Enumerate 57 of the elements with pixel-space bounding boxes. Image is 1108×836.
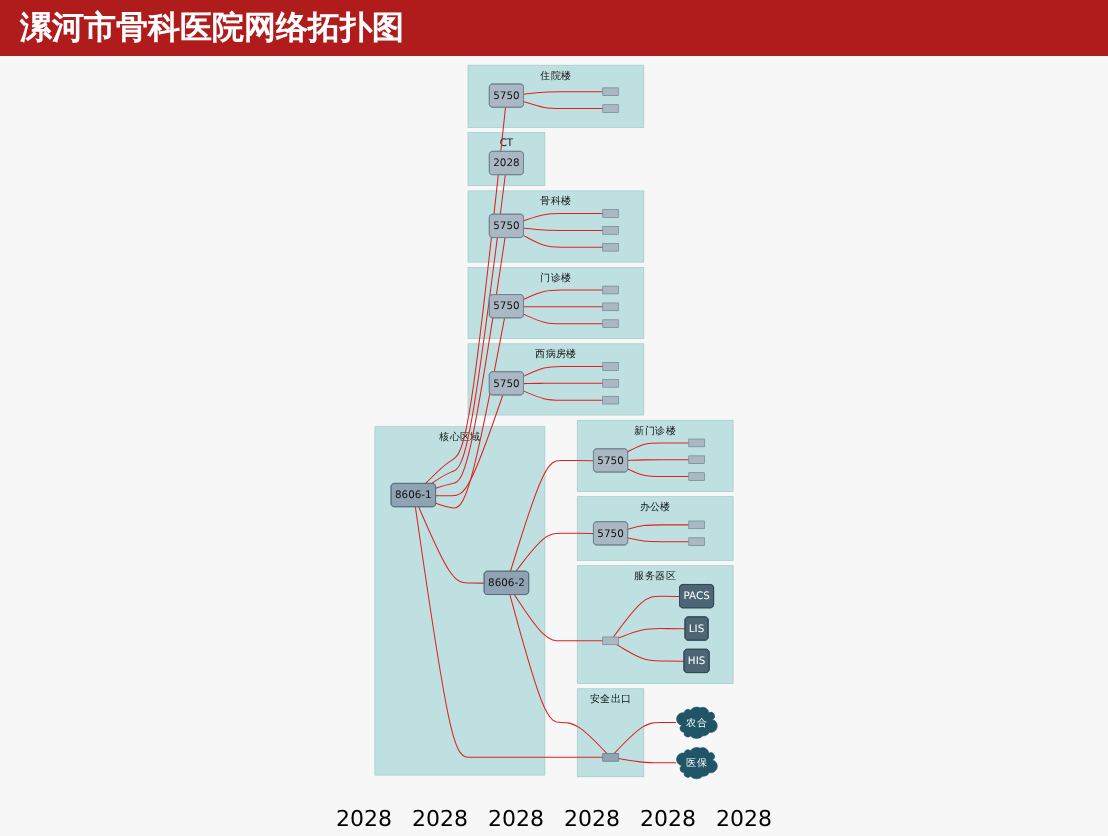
connector bbox=[627, 459, 690, 461]
connector bbox=[523, 235, 604, 248]
connector bbox=[627, 468, 690, 478]
connector bbox=[523, 91, 604, 95]
connector bbox=[424, 107, 506, 485]
connector bbox=[523, 289, 604, 300]
connector bbox=[509, 594, 608, 754]
node-box bbox=[602, 753, 619, 762]
title-banner: 漯河市骨科医院网络拓扑图 bbox=[0, 0, 1108, 56]
connector bbox=[430, 174, 506, 485]
model-label: 2028 bbox=[640, 806, 696, 832]
connector bbox=[627, 442, 690, 453]
connector bbox=[523, 365, 604, 377]
node-box bbox=[602, 285, 619, 295]
node-box bbox=[602, 395, 619, 405]
model-label: 2028 bbox=[564, 806, 620, 832]
node-box bbox=[602, 636, 619, 646]
node-box bbox=[688, 438, 705, 448]
connector bbox=[523, 213, 604, 222]
node-box bbox=[602, 379, 619, 388]
connector bbox=[435, 317, 506, 509]
node-box bbox=[602, 226, 619, 235]
connector bbox=[617, 758, 677, 764]
connector bbox=[513, 594, 604, 642]
connector bbox=[523, 382, 604, 385]
connector bbox=[613, 721, 677, 754]
connector bbox=[523, 101, 604, 110]
connector bbox=[523, 313, 604, 325]
node-box bbox=[602, 362, 619, 371]
connector bbox=[627, 524, 690, 530]
connector bbox=[435, 237, 506, 489]
model-label: 2028 bbox=[336, 806, 392, 832]
connector bbox=[523, 390, 604, 401]
connector bbox=[515, 532, 595, 573]
model-label: 2028 bbox=[716, 806, 772, 832]
node-box bbox=[602, 302, 619, 312]
connector bbox=[627, 537, 690, 543]
node-box bbox=[688, 472, 705, 481]
connector bbox=[418, 506, 485, 584]
connector bbox=[523, 227, 604, 231]
connector bbox=[612, 595, 681, 638]
node-box bbox=[602, 319, 619, 328]
connector bbox=[435, 394, 504, 497]
node-box bbox=[688, 455, 705, 464]
connector bbox=[414, 506, 604, 758]
connector bbox=[523, 306, 604, 308]
model-label: 2028 bbox=[412, 806, 468, 832]
connector bbox=[616, 644, 685, 662]
connector bbox=[509, 459, 595, 573]
node-box bbox=[602, 87, 619, 96]
node-box bbox=[688, 537, 705, 546]
node-box bbox=[602, 209, 619, 218]
node-box bbox=[602, 104, 619, 113]
model-label: 2028 bbox=[488, 806, 544, 832]
node-box bbox=[602, 243, 619, 252]
node-box bbox=[688, 520, 705, 530]
connector bbox=[617, 628, 686, 639]
